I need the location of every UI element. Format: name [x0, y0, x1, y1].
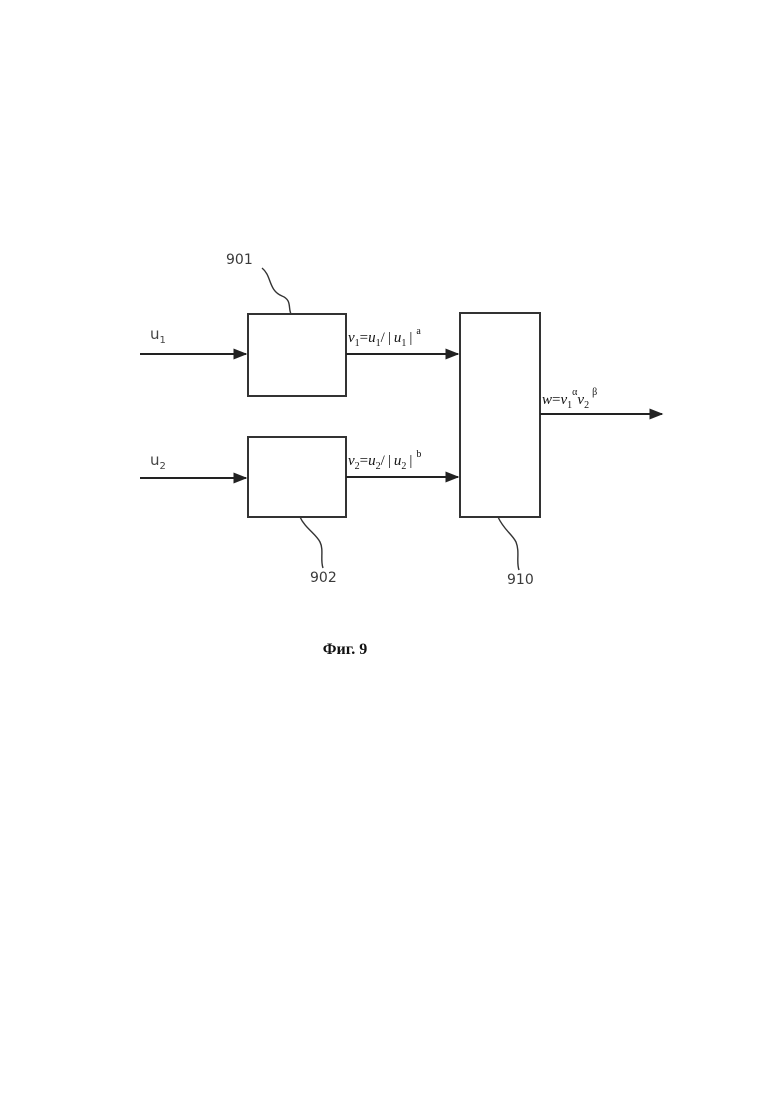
block-901: [248, 314, 346, 396]
figure-caption: Фиг. 9: [323, 641, 367, 658]
input-u2-label: u2: [150, 451, 166, 472]
signal-v2-formula: v2=u2/|u2|b: [348, 449, 421, 472]
block-910-leader: [498, 517, 519, 570]
block-901-leader: [262, 268, 291, 314]
block-902: [248, 437, 346, 517]
input-u1-label: u1: [150, 325, 166, 346]
output-w-formula: w=v1αv2β: [542, 387, 597, 411]
block-902-leader: [300, 517, 323, 568]
signal-v1-formula: v1=u1/|u1|a: [348, 326, 421, 349]
block-901-ref: 901: [226, 252, 253, 268]
block-902-ref: 902: [310, 570, 337, 586]
block-910: [460, 313, 540, 517]
block-910-ref: 910: [507, 572, 534, 588]
